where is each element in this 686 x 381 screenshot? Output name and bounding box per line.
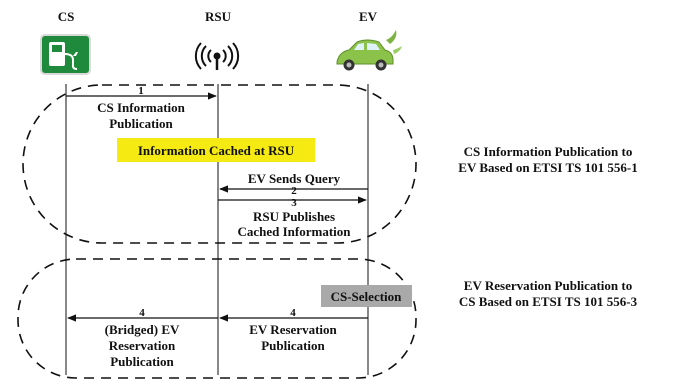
message-4b-number: 4 [139, 307, 145, 319]
charging-station-icon [40, 34, 91, 75]
message-2-number: 2 [291, 185, 297, 197]
message-4b-label-line-2: Reservation [109, 338, 176, 353]
phase-2-description-line-2: CS Based on ETSI TS 101 556-3 [459, 294, 638, 309]
cs-header: CS [58, 9, 75, 24]
phase-1-description-line-1: CS Information Publication to [464, 144, 633, 159]
message-3-label-line-2: Cached Information [237, 224, 351, 239]
message-1-label-line-2: Publication [109, 116, 173, 131]
phase-1-description-line-2: EV Based on ETSI TS 101 556-1 [458, 160, 637, 175]
cached-note-box [117, 138, 315, 162]
cached-note-text: Information Cached at RSU [138, 143, 295, 158]
message-1-label-line-1: CS Information [97, 100, 186, 115]
message-4a-label-line-2: Publication [261, 338, 325, 353]
message-2-label: EV Sends Query [248, 171, 341, 186]
message-4a-label-line-1: EV Reservation [249, 322, 337, 337]
message-4b-label-line-1: (Bridged) EV [105, 322, 180, 337]
message-4b-label-line-3: Publication [110, 354, 174, 369]
ev-header: EV [359, 9, 378, 24]
rsu-header: RSU [205, 9, 232, 24]
message-3-label-line-1: RSU Publishes [253, 209, 335, 224]
phase-2-description-line-1: EV Reservation Publication to [464, 278, 632, 293]
message-4a-number: 4 [290, 307, 296, 319]
phase-2-group [17, 258, 417, 379]
antenna-icon [194, 42, 240, 70]
electric-car-icon [336, 30, 402, 71]
message-1-number: 1 [138, 85, 144, 97]
selection-note-text: CS-Selection [331, 289, 403, 304]
message-3-number: 3 [291, 197, 297, 209]
selection-note-box [321, 285, 412, 307]
phase-1-group [22, 84, 417, 244]
